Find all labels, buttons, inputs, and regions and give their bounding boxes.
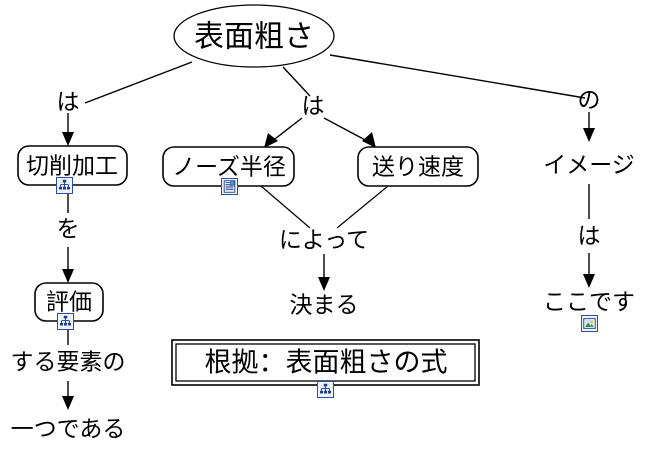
hierarchy-icon-hyouka[interactable] xyxy=(57,313,74,330)
arrowhead-wa-left-to-sessaku xyxy=(62,132,74,146)
hierarchy-icon xyxy=(317,381,334,398)
label-wo: を xyxy=(57,217,80,243)
edge-root-to-wa-left xyxy=(84,61,193,104)
label-no-right: の xyxy=(578,88,601,114)
document-icon-nose-hankei[interactable] xyxy=(221,178,238,195)
picture-icon xyxy=(581,315,598,332)
arrowhead-wo-to-hyouka xyxy=(62,269,74,283)
edge-nose-to-niyotte xyxy=(260,185,311,229)
edge-root-to-no-right xyxy=(329,54,586,99)
node-sessaku-kakou[interactable]: 切削加工 xyxy=(17,145,128,186)
node-konkyo[interactable]: 根拠：表面粗さの式 xyxy=(171,339,480,386)
picture-icon-koko-desu[interactable] xyxy=(581,315,598,332)
document-icon xyxy=(221,178,238,195)
label-suru-youso-no: する要素の xyxy=(11,350,126,376)
okuri-sokudo-shape xyxy=(357,146,479,187)
node-root[interactable]: 表面粗さ xyxy=(173,4,335,68)
hyouka-label: 評価 xyxy=(46,290,92,316)
edge-wa-center-to-okuri xyxy=(323,117,370,143)
edge-okuri-to-niyotte xyxy=(336,185,389,229)
arrowhead-wa-center-to-okuri xyxy=(362,132,376,148)
label-wa-right: は xyxy=(578,224,601,250)
node-okuri-sokudo[interactable]: 送り速度 xyxy=(357,146,479,187)
konkyo-label: 根拠：表面粗さの式 xyxy=(205,348,448,379)
konkyo-shape-inner xyxy=(175,343,476,382)
arrowhead-niyotte-to-kimaru xyxy=(318,277,330,291)
hierarchy-icon-sessaku-kakou[interactable] xyxy=(56,177,73,194)
nose-hankei-label: ノーズ半径 xyxy=(172,155,286,181)
edge-wa-center-to-nose xyxy=(270,117,303,143)
root-label: 表面粗さ xyxy=(194,20,314,55)
arrowhead-wa-right-to-koko-desu xyxy=(583,274,595,288)
label-niyotte: によって xyxy=(279,228,369,254)
label-image: イメージ xyxy=(543,153,635,179)
label-koko-desu: ここです xyxy=(543,290,635,316)
root-ellipse-shape xyxy=(173,4,335,68)
arrowhead-wa-center-to-nose xyxy=(264,133,278,148)
sessaku-kakou-label: 切削加工 xyxy=(26,154,118,180)
arrowhead-no-to-image xyxy=(583,128,595,142)
label-wa-left: は xyxy=(57,90,80,116)
label-wa-center: は xyxy=(302,94,325,120)
label-hitotsu-de-aru: 一つである xyxy=(11,417,126,443)
edge-root-to-wa-center xyxy=(282,66,311,97)
hierarchy-icon xyxy=(57,313,74,330)
arrowhead-suru-youso-to-hitotsu xyxy=(62,396,74,410)
hierarchy-icon xyxy=(56,177,73,194)
label-kimaru: 決まる xyxy=(290,293,359,319)
okuri-sokudo-label: 送り速度 xyxy=(372,155,464,181)
hierarchy-icon-konkyo[interactable] xyxy=(317,381,334,398)
